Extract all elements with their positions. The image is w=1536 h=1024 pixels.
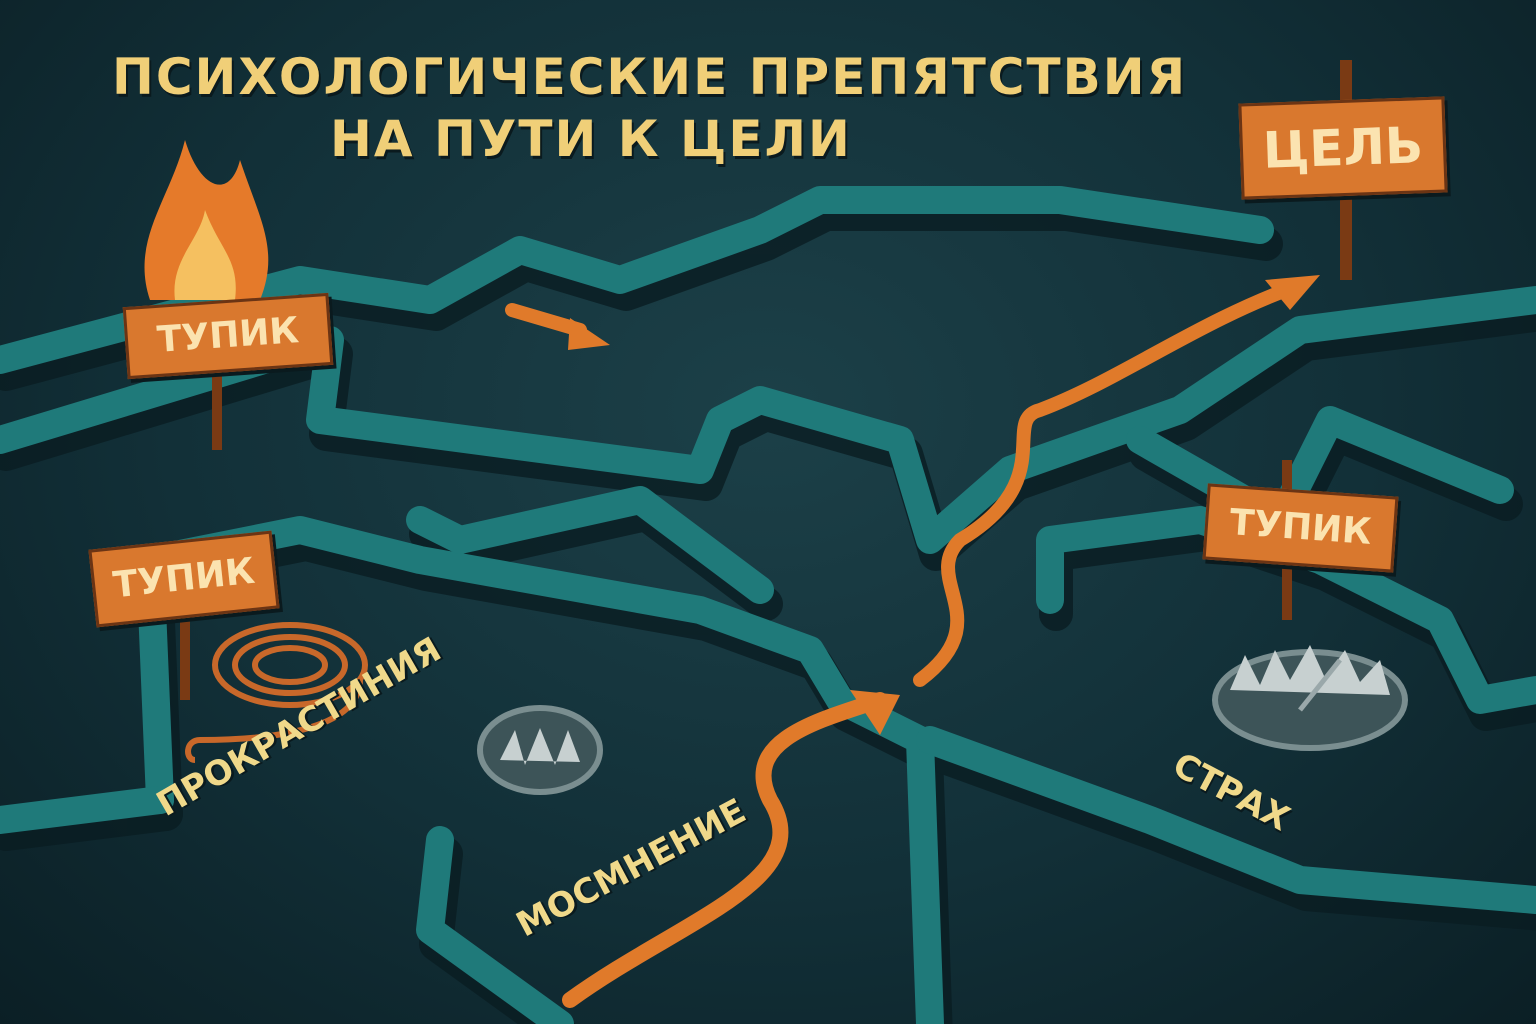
arrow-icon bbox=[568, 318, 610, 350]
path-arrowhead bbox=[850, 690, 900, 735]
bear-trap-icon bbox=[477, 705, 603, 795]
dead-end-sign: ТУПИК bbox=[122, 292, 334, 380]
goal-sign: ЦЕЛЬ bbox=[1238, 96, 1448, 200]
title-line-1: ПСИХОЛОГИЧЕСКИЕ ПРЕПЯТСТВИЯ bbox=[112, 48, 1188, 106]
bear-trap-icon bbox=[1212, 645, 1408, 751]
fire-icon bbox=[144, 140, 269, 300]
goal-path bbox=[562, 692, 888, 1008]
dead-end-sign: ТУПИК bbox=[1202, 483, 1399, 573]
rope-icon bbox=[185, 622, 368, 763]
title-line-2: НА ПУТИ К ЦЕЛИ bbox=[330, 110, 852, 168]
